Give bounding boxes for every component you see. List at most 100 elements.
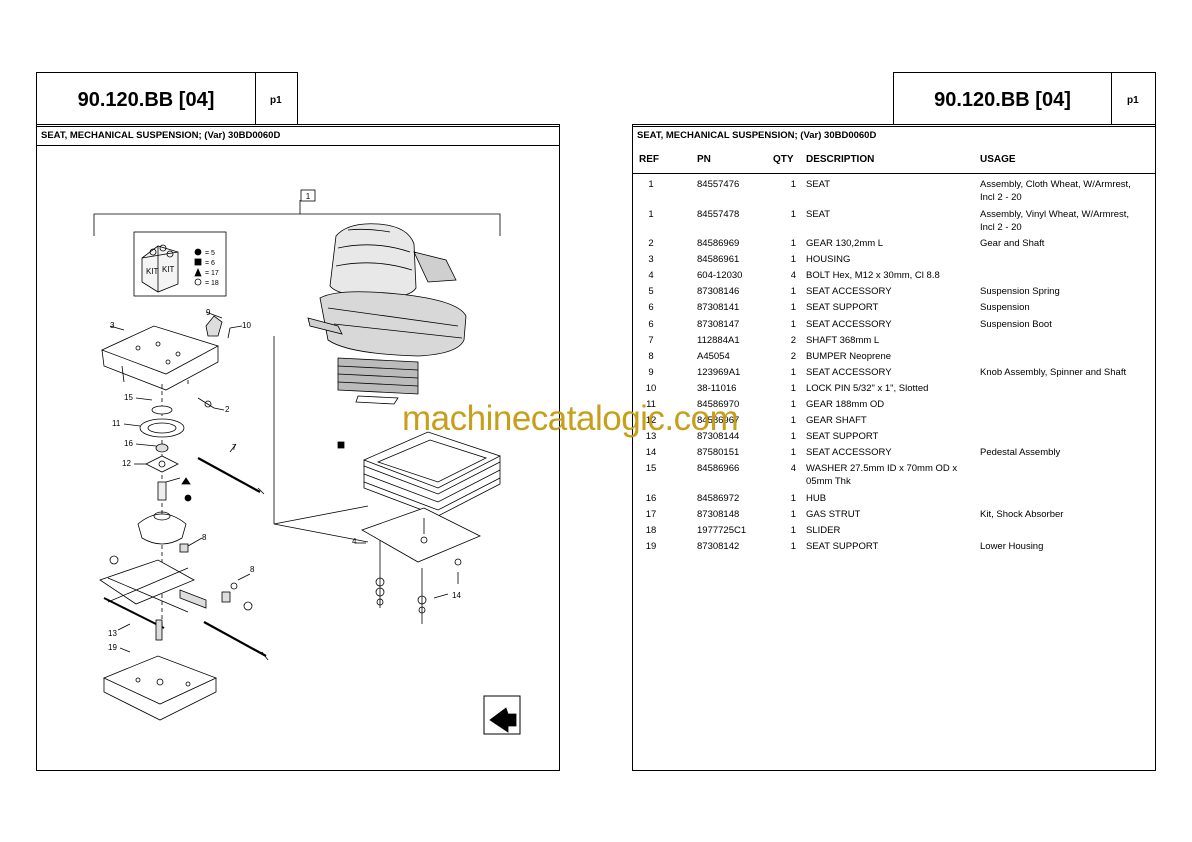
row-pn: 87308142 [697, 541, 740, 552]
column-header-qty: QTY [773, 154, 794, 165]
kit-legend: KIT KIT = 5 = 6 = 17 = 18 [133, 231, 227, 297]
kit-triangle-icon [194, 267, 202, 277]
callout-9: 9 [206, 308, 211, 317]
row-ref: 2 [648, 238, 654, 249]
callout-19: 19 [108, 643, 117, 652]
left-page-box [255, 72, 298, 125]
svg-text:= 17: = 17 [205, 270, 219, 277]
callout-11: 11 [112, 419, 121, 428]
callout-12: 12 [122, 459, 131, 468]
row-usage: Kit, Shock Absorber [980, 509, 1064, 520]
row-pn: 84557476 [697, 179, 740, 190]
row-ref: 13 [645, 431, 657, 442]
row-description: SEAT ACCESSORY [806, 447, 892, 458]
row-ref: 10 [645, 383, 657, 394]
row-qty: 2 [790, 335, 796, 346]
row-qty: 1 [790, 209, 796, 220]
left-code-box [36, 72, 256, 125]
row-pn: 87308146 [697, 286, 740, 297]
row-pn: 38-11016 [697, 383, 737, 394]
callout-8-upper: 8 [202, 533, 207, 542]
row-usage: Suspension Spring [980, 286, 1060, 297]
callout-1: 1 [306, 192, 311, 201]
right-page-frame [632, 124, 1156, 771]
row-description: SEAT ACCESSORY [806, 286, 892, 297]
row-ref: 3 [648, 254, 654, 265]
row-pn: 1977725C1 [697, 525, 747, 536]
row-qty: 1 [790, 415, 796, 426]
row-description-cont: 05mm Thk [806, 476, 851, 487]
row-description: SLIDER [806, 525, 841, 536]
row-description: SEAT [806, 209, 831, 220]
row-pn: 112884A1 [697, 335, 740, 346]
right-code-box [893, 72, 1112, 125]
row-pn: 84586961 [697, 254, 740, 265]
row-description: GEAR 130,2mm L [806, 238, 884, 249]
row-qty: 1 [790, 399, 796, 410]
row-usage: Knob Assembly, Spinner and Shaft [980, 367, 1127, 378]
row-ref: 19 [645, 541, 657, 552]
row-usage: Gear and Shaft [980, 238, 1045, 249]
watermark-text: machinecatalogic.com [402, 399, 739, 438]
row-qty: 1 [790, 447, 796, 458]
svg-text:KIT: KIT [162, 265, 175, 274]
row-description: HOUSING [806, 254, 851, 265]
row-ref: 15 [645, 463, 657, 474]
row-description: SEAT SUPPORT [806, 431, 879, 442]
right-section-title: SEAT, MECHANICAL SUSPENSION; (Var) 30BD0… [632, 126, 1156, 146]
row-description: SHAFT 368mm L [806, 335, 880, 346]
svg-text:KIT: KIT [146, 267, 159, 276]
row-qty: 1 [790, 541, 796, 552]
left-section-title: SEAT, MECHANICAL SUSPENSION; (Var) 30BD0… [36, 126, 560, 146]
row-pn: 84586969 [697, 238, 740, 249]
row-qty: 1 [790, 367, 796, 378]
svg-text:= 18: = 18 [205, 280, 219, 287]
row-pn: 84586972 [697, 493, 740, 504]
row-qty: 4 [790, 463, 796, 474]
row-ref: 6 [648, 319, 654, 330]
row-ref: 11 [646, 399, 656, 410]
row-pn: 84586966 [697, 463, 740, 474]
row-pn: 87308147 [697, 319, 740, 330]
row-description: BUMPER Neoprene [806, 351, 892, 362]
row-qty: 4 [790, 270, 796, 281]
callout-13: 13 [108, 629, 117, 638]
row-usage: Pedestal Assembly [980, 447, 1061, 458]
row-pn: 123969A1 [697, 367, 741, 378]
row-ref: 14 [645, 447, 657, 458]
row-description: SEAT SUPPORT [806, 302, 879, 313]
row-description: SEAT ACCESSORY [806, 319, 892, 330]
row-pn: A45054 [697, 351, 730, 362]
svg-text:= 5: = 5 [205, 250, 215, 257]
callout-15: 15 [124, 393, 133, 402]
row-pn: 604-12030 [697, 270, 743, 281]
callout-8-lower: 8 [250, 565, 255, 574]
scissor-support-drawing [99, 559, 207, 641]
row-description: BOLT Hex, M12 x 30mm, Cl 8.8 [806, 270, 940, 281]
column-header-pn: PN [697, 154, 711, 165]
row-usage: Suspension Boot [980, 319, 1052, 330]
row-qty: 1 [790, 383, 796, 394]
row-usage-cont: Incl 2 - 20 [980, 192, 1022, 203]
callout-2: 2 [225, 405, 230, 414]
row-qty: 1 [790, 431, 796, 442]
row-qty: 1 [790, 525, 796, 536]
row-ref: 18 [645, 525, 657, 536]
row-pn: 84586967 [697, 415, 740, 426]
row-description: SEAT SUPPORT [806, 541, 879, 552]
column-header-description: DESCRIPTION [806, 154, 875, 165]
row-description: GAS STRUT [806, 509, 861, 520]
right-section-code: 90.120.BB [04] [934, 89, 1071, 111]
callout-3: 3 [110, 321, 115, 330]
row-ref: 7 [648, 335, 654, 346]
row-pn: 87308144 [697, 431, 740, 442]
column-header-ref: REF [639, 154, 659, 165]
right-page-number: p1 [1127, 95, 1139, 106]
seat-assembly-drawing [307, 223, 467, 405]
next-page-arrow-icon [483, 695, 521, 735]
row-ref: 1 [648, 209, 654, 220]
parts-table-header [632, 145, 1156, 174]
row-pn: 84557478 [697, 209, 740, 220]
row-description: SEAT [806, 179, 831, 190]
svg-text:= 6: = 6 [205, 260, 215, 267]
